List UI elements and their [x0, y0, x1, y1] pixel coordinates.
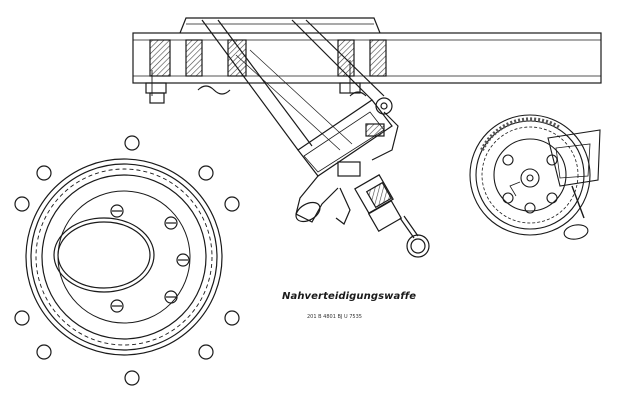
- rear-hub: [520, 168, 540, 188]
- side-section-mount: [132, 17, 602, 258]
- flange-ring-3: [41, 174, 207, 340]
- rear-dashed-ring: [481, 126, 579, 224]
- breech-block: [297, 97, 399, 177]
- inner-bolts: [110, 204, 190, 313]
- rear-outer-ring: [469, 114, 591, 236]
- flange-dashed-ring: [35, 168, 213, 346]
- drawing-reference: 201 B 4801 BJ U 7535: [307, 314, 362, 320]
- rear-grip-knob: [563, 224, 589, 240]
- grip-knob: [295, 201, 321, 223]
- flange-ring-2: [30, 163, 218, 351]
- port-opening-outer: [53, 217, 155, 293]
- flange-outer-ring: [25, 158, 223, 356]
- top-view-flange: [14, 135, 240, 386]
- outer-mounting-holes: [14, 135, 240, 386]
- rear-view-turret: [469, 114, 601, 240]
- mounting-plate: [132, 32, 602, 84]
- port-opening-inner: [57, 221, 151, 289]
- rear-ring-2: [475, 120, 585, 230]
- barrel-tube: [201, 19, 385, 151]
- grip-assembly: [295, 161, 430, 258]
- drawing-title: Nahverteidigungswaffe: [282, 291, 417, 302]
- pull-ring: [406, 234, 430, 258]
- plate-bolts: [145, 60, 367, 104]
